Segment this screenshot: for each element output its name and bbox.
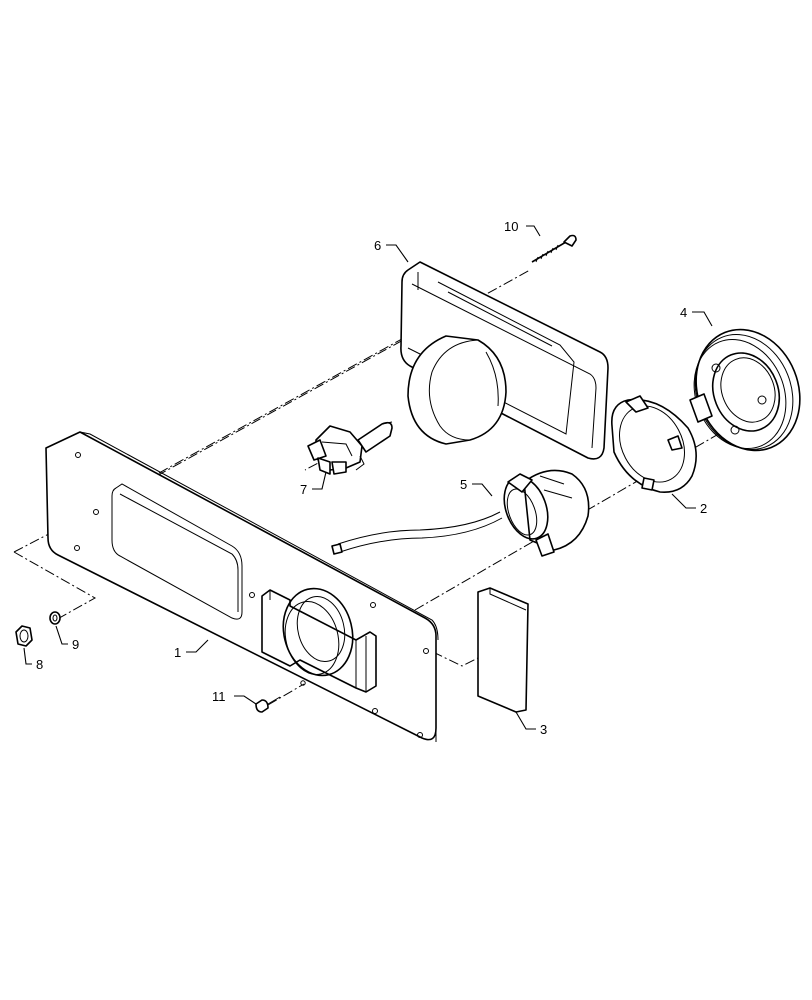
- callout-labels: 1 2 3 4 5 6 7 8 9 10 11: [36, 219, 707, 737]
- callout-9: 9: [72, 637, 79, 652]
- callout-5: 5: [460, 477, 467, 492]
- callout-8: 8: [36, 657, 43, 672]
- foam-pad: [477, 587, 529, 713]
- retaining-ring: [611, 395, 697, 493]
- mounting-screw: [255, 696, 281, 713]
- callout-4: 4: [680, 305, 687, 320]
- callout-7: 7: [300, 482, 307, 497]
- flat-washer: [49, 611, 61, 625]
- callout-1: 1: [174, 645, 181, 660]
- callout-2: 2: [700, 501, 707, 516]
- callout-11: 11: [212, 689, 226, 704]
- halogen-bulb: [307, 421, 393, 475]
- bulb-socket: [331, 469, 590, 557]
- headlamp-housing: [400, 261, 609, 460]
- callout-leaders: [23, 225, 713, 730]
- lock-nut: [15, 625, 33, 647]
- callout-6: 6: [374, 238, 381, 253]
- mounting-plate: [45, 431, 439, 742]
- adjusting-screw: [531, 234, 577, 263]
- adjusting-ring: [689, 328, 801, 452]
- callout-3: 3: [540, 722, 547, 737]
- callout-10: 10: [504, 219, 518, 234]
